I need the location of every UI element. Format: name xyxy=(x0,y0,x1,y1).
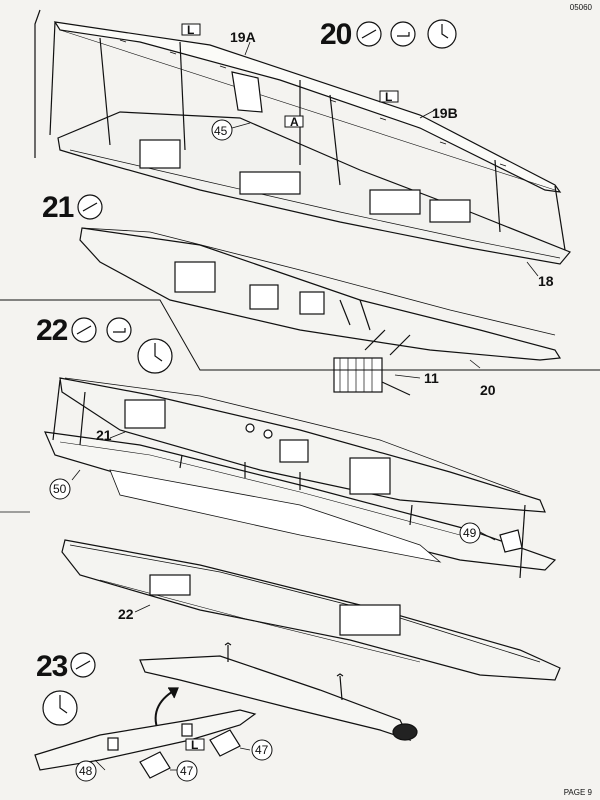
step-number-20: 20 xyxy=(320,18,352,51)
part-label-48: 48 xyxy=(79,764,93,778)
part-label-20: 20 xyxy=(480,382,496,398)
part-label-18: 18 xyxy=(538,273,554,289)
part-label-11: 11 xyxy=(424,370,439,386)
part-label-47-b: 47 xyxy=(180,764,194,778)
part-label-21: 21 xyxy=(96,427,112,443)
part-49-circle xyxy=(459,522,481,544)
part-47-circle-a xyxy=(251,739,273,761)
part-label-47-a: 47 xyxy=(255,743,269,757)
part-47-circle-b xyxy=(176,760,198,782)
step-number-21: 21 xyxy=(42,191,74,224)
step-number-22: 22 xyxy=(36,314,68,347)
document-code: 05060 xyxy=(569,3,592,12)
step-number-23: 23 xyxy=(36,650,68,683)
a-badge: A xyxy=(290,115,299,129)
part-label-50: 50 xyxy=(53,482,67,496)
page-number: PAGE 9 xyxy=(563,788,592,797)
part-50-circle xyxy=(49,478,71,500)
lock-badge: L xyxy=(187,23,195,37)
part-label-19a: 19A xyxy=(230,29,256,45)
part-label-19b: 19B xyxy=(432,105,458,121)
lock-badge: L xyxy=(191,738,199,752)
part-45-circle xyxy=(211,119,233,141)
part-label-49: 49 xyxy=(463,526,477,540)
part-48-circle xyxy=(75,760,97,782)
part-label-45: 45 xyxy=(214,124,228,138)
lock-badge: L xyxy=(385,90,393,104)
part-label-22: 22 xyxy=(118,606,134,622)
